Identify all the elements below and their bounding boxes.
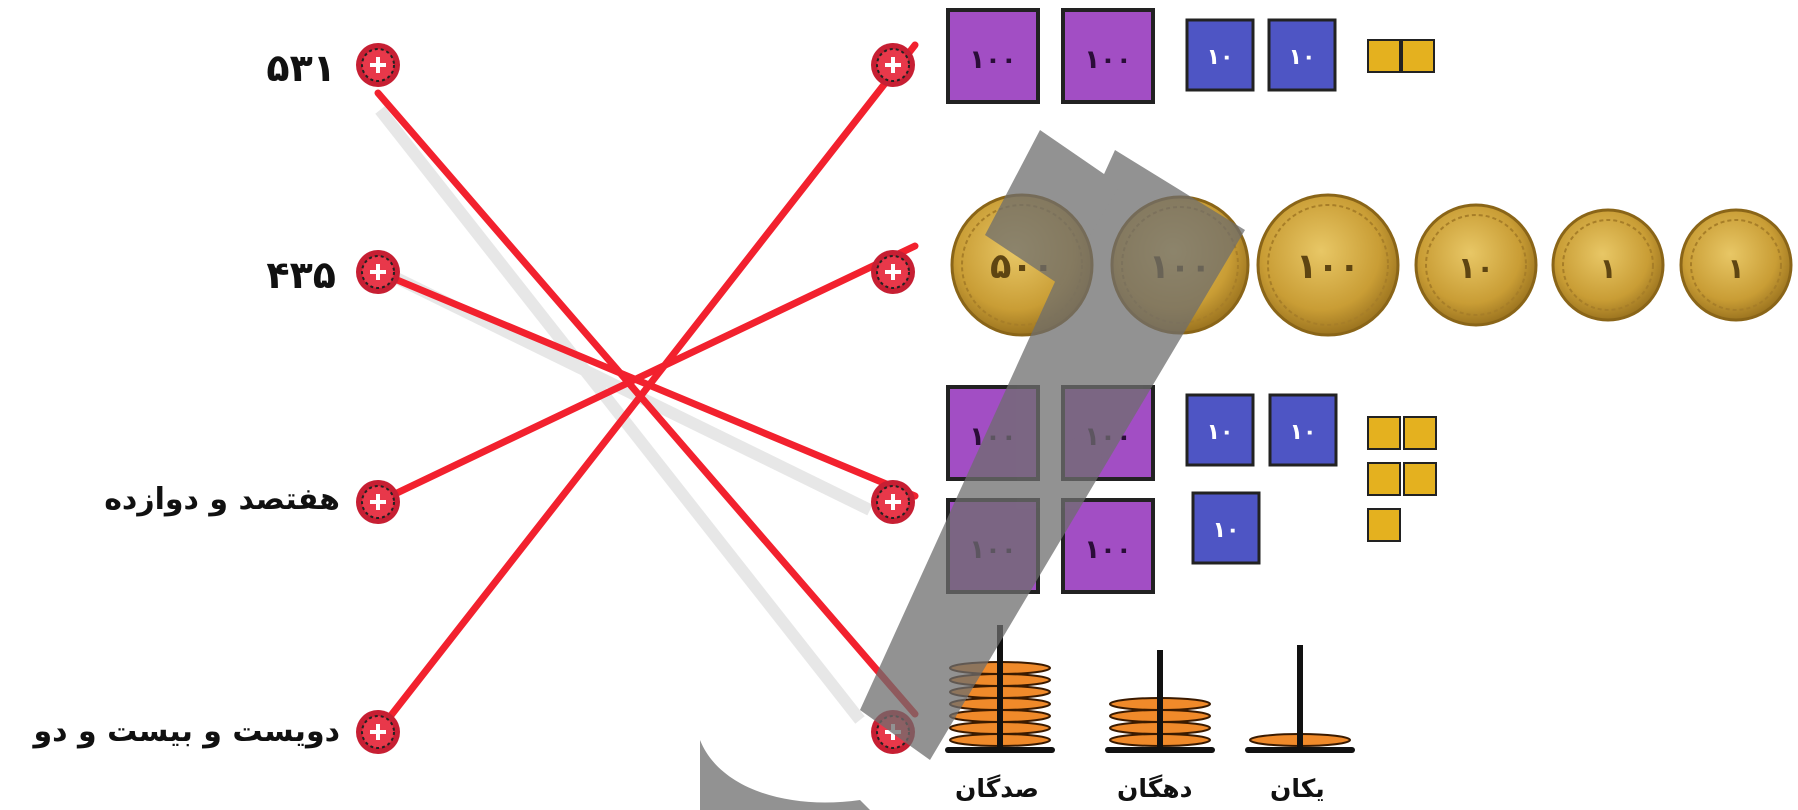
mid-ten-block-3-body: [1191, 491, 1261, 565]
top-ten-block-1-label: ۱۰: [1207, 45, 1234, 70]
top-hundred-block-1: ۱۰۰: [946, 8, 1040, 104]
coin-3-face: [1256, 193, 1400, 337]
left-item-2: ۴۳۵: [266, 253, 336, 297]
mid-hundred-block-4-body: [1061, 498, 1155, 594]
left-item-3: هفتصد و دوازده: [104, 482, 340, 517]
right-dot-2: [871, 250, 915, 294]
left-dot-3: [356, 480, 400, 524]
top-hundred-block-1-label: ۱۰۰: [969, 45, 1017, 75]
coin-3-label: ۱۰۰: [1296, 247, 1360, 287]
left-dot-2: [356, 250, 400, 294]
tens-rod: [1105, 650, 1215, 753]
connection-line-3: [374, 242, 919, 506]
coin-4-rim: [1425, 214, 1527, 316]
coin-5: ۱: [1551, 208, 1665, 322]
coin-3: ۱۰۰: [1256, 193, 1400, 337]
coin-4-label: ۱۰: [1458, 251, 1495, 286]
top-hundred-block-2-label: ۱۰۰: [1084, 45, 1132, 75]
mid-ten-block-1-label: ۱۰: [1207, 420, 1234, 445]
coin-5-label: ۱: [1599, 252, 1616, 285]
mid-hundred-block-4-label: ۱۰۰: [1084, 535, 1132, 565]
top-one-block-1: [1367, 39, 1401, 73]
right-dot-3: [871, 480, 915, 524]
ones-rod-rod: [1297, 645, 1303, 750]
top-one-block-2: [1401, 39, 1435, 73]
coin-3-rim: [1267, 204, 1389, 326]
connection-line-1: [374, 89, 919, 718]
coin-6-label: ۱: [1727, 252, 1744, 285]
top-ten-block-1: ۱۰: [1185, 18, 1255, 92]
coin-4: ۱۰: [1414, 203, 1538, 327]
hundreds-rod-rod: [997, 625, 1003, 750]
top-hundred-block-2: ۱۰۰: [1061, 8, 1155, 104]
mid-one-block-4: [1403, 462, 1437, 496]
tens-place-label: دهگان: [1117, 774, 1193, 803]
watermark-logo: [700, 130, 1245, 810]
left-dot-1-plus-v: [376, 57, 380, 73]
top-ten-block-1-body: [1185, 18, 1255, 92]
tens-rod-base: [1105, 747, 1215, 753]
connection-line-4: [374, 41, 919, 736]
right-dot-2-plus-v: [891, 264, 895, 280]
top-hundred-block-1-body: [946, 8, 1040, 104]
left-item-4: دویست و بیست و دو: [33, 714, 340, 749]
abacus-group: [945, 625, 1355, 753]
ones-rod-base: [1245, 747, 1355, 753]
hundreds-rod-base: [945, 747, 1055, 753]
ones-place-label: یکان: [1270, 774, 1325, 803]
right-dot-1-plus-v: [891, 57, 895, 73]
ones-rod: [1245, 645, 1355, 753]
left-item-1: ۵۳۱: [266, 46, 336, 90]
coin-5-face: [1551, 208, 1665, 322]
left-dot-4: [356, 710, 400, 754]
mid-one-block-3: [1367, 462, 1401, 496]
top-hundred-block-2-body: [1061, 8, 1155, 104]
coin-6: ۱: [1679, 208, 1793, 322]
top-ten-block-2-body: [1267, 18, 1337, 92]
mid-one-block-1: [1367, 416, 1401, 450]
coin-2-rim: [1121, 206, 1239, 324]
left-dot-1: [356, 43, 400, 87]
mid-ten-block-2-label: ۱۰: [1290, 420, 1317, 445]
tens-rod-rod: [1157, 650, 1163, 750]
mid-ten-block-3-label: ۱۰: [1213, 518, 1240, 543]
mid-one-block-2: [1403, 416, 1437, 450]
right-dot-3-plus-v: [891, 494, 895, 510]
coin-6-rim: [1690, 219, 1782, 311]
coin-5-rim: [1562, 219, 1654, 311]
connector-dots: [356, 43, 915, 754]
mid-ten-block-2: ۱۰: [1268, 393, 1338, 467]
top-ten-block-2: ۱۰: [1267, 18, 1337, 92]
left-dot-2-plus-v: [376, 264, 380, 280]
connection-lines: [374, 41, 919, 736]
top-ten-block-2-label: ۱۰: [1289, 45, 1316, 70]
blocks-top-group: ۱۰۰ ۱۰۰ ۱۰ ۱۰: [946, 8, 1435, 104]
right-dot-1: [871, 43, 915, 87]
mid-ten-block-1: ۱۰: [1185, 393, 1255, 467]
mid-one-block-5: [1367, 508, 1401, 542]
mid-ten-block-1-body: [1185, 393, 1255, 467]
mid-hundred-block-4: ۱۰۰: [1061, 498, 1155, 594]
coin-4-face: [1414, 203, 1538, 327]
mid-ten-block-2-body: [1268, 393, 1338, 467]
mid-ten-block-3: ۱۰: [1191, 491, 1261, 565]
left-dot-4-plus-v: [376, 724, 380, 740]
coin-6-face: [1679, 208, 1793, 322]
hundreds-place-label: صدگان: [955, 774, 1039, 803]
left-dot-3-plus-v: [376, 494, 380, 510]
